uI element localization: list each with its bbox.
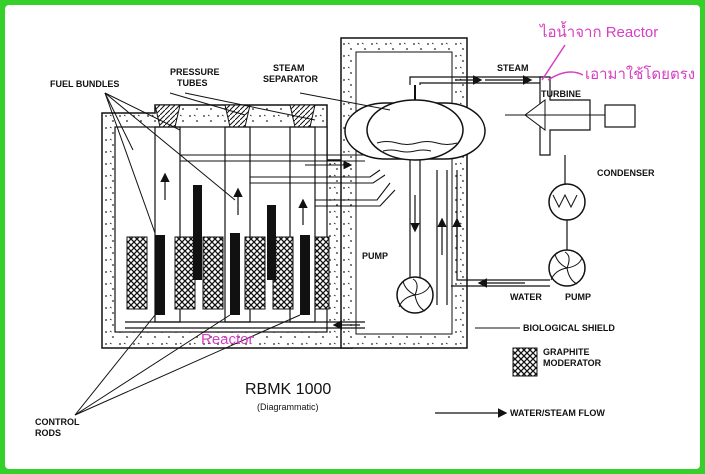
control-rods xyxy=(155,185,310,315)
pump-right-icon xyxy=(548,249,586,287)
turbine-icon xyxy=(505,76,636,156)
annotation-thai-steam: ไอน้ำจาก Reactor xyxy=(539,21,658,41)
label-condenser: CONDENSER xyxy=(597,168,655,178)
label-flow-legend: WATER/STEAM FLOW xyxy=(510,408,605,418)
label-pump-left: PUMP xyxy=(362,251,388,261)
leader-lines xyxy=(74,92,520,416)
steam-separator xyxy=(344,85,486,161)
label-steam-separator-1: STEAM xyxy=(273,63,305,73)
graphite-moderator-blocks xyxy=(126,236,330,310)
water-header xyxy=(125,320,365,330)
downcomer xyxy=(409,160,448,305)
label-biological-shield: BIOLOGICAL SHIELD xyxy=(523,323,615,333)
label-control: CONTROL xyxy=(35,417,80,427)
graphite-legend-swatch xyxy=(512,347,538,377)
flow-arrows-up xyxy=(160,172,308,225)
rbmk-diagram: FUEL BUNDLES PRESSURE TUBES STEAM SEPARA… xyxy=(35,21,695,438)
label-fuel-bundles: FUEL BUNDLES xyxy=(50,79,119,89)
label-pressure-tubes-1: PRESSURE xyxy=(170,67,220,77)
diagram-title: RBMK 1000 xyxy=(245,381,331,398)
label-moderator: MODERATOR xyxy=(543,358,602,368)
riser-pipes xyxy=(180,154,396,207)
label-pump-right: PUMP xyxy=(565,292,591,302)
steam-line xyxy=(409,75,545,85)
annotation-thai-use: เอามาใช้โดยตรง xyxy=(585,65,695,83)
condenser-icon xyxy=(548,155,586,250)
label-graphite: GRAPHITE xyxy=(543,347,590,357)
label-pressure-tubes-2: TUBES xyxy=(177,78,208,88)
annotation-arrows xyxy=(541,44,584,81)
return-water-line xyxy=(451,170,550,288)
diagram-frame: FUEL BUNDLES PRESSURE TUBES STEAM SEPARA… xyxy=(5,5,700,469)
label-steam-separator-2: SEPARATOR xyxy=(263,74,319,84)
label-water: WATER xyxy=(510,292,542,302)
pump-left-icon xyxy=(396,276,434,314)
diagram-subtitle: (Diagrammatic) xyxy=(257,402,319,412)
label-turbine: TURBINE xyxy=(541,89,581,99)
label-rods: RODS xyxy=(35,428,61,438)
label-steam: STEAM xyxy=(497,63,529,73)
annotation-reactor: Reactor xyxy=(201,331,254,348)
